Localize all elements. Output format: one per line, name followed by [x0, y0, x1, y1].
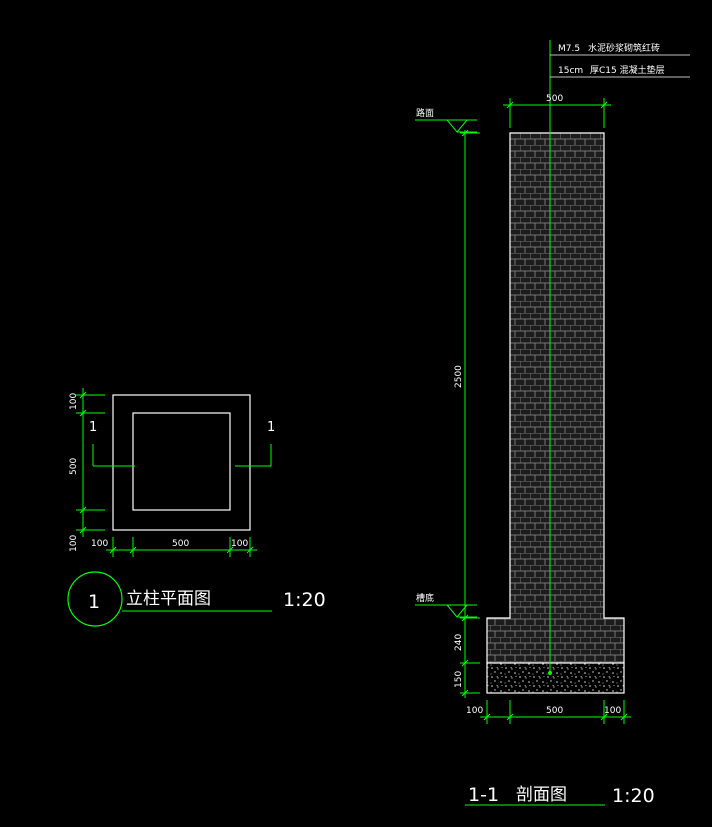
plan-dim-center: 500	[172, 539, 189, 549]
plan-view: 1 1 100 500 100	[67, 388, 326, 627]
section-title-block: 1-1 剖面图 1:20	[465, 784, 655, 807]
trench-bottom-label: 槽底	[416, 592, 434, 604]
section-cut-mark-right: 1	[235, 420, 275, 467]
section-bottom-width-dimension	[480, 700, 631, 724]
plan-scale: 1:20	[283, 589, 326, 611]
column-outer-outline	[112, 394, 251, 531]
leader-dot	[548, 671, 552, 675]
section-mark-left-label: 1	[89, 420, 97, 435]
note-line2-code: 15cm	[558, 66, 583, 76]
section-title: 剖面图	[516, 785, 567, 805]
plan-dim-left: 100	[91, 539, 108, 549]
note-line2-text: 厚C15 混凝土垫层	[590, 64, 665, 76]
section-scale: 1:20	[612, 785, 655, 807]
section-bottom-dim-right: 100	[604, 706, 621, 716]
section-title-code: 1-1	[468, 784, 499, 806]
plan-dim-right: 100	[231, 539, 248, 549]
section-bottom-dim-center: 500	[546, 706, 563, 716]
section-height-dimension	[460, 129, 480, 698]
plan-dim-middle: 500	[69, 458, 79, 475]
column-inner-outline	[132, 412, 231, 511]
note-line1-code: M7.5	[558, 44, 580, 54]
plan-dim-top: 100	[69, 393, 79, 410]
plan-number-circle	[67, 571, 123, 627]
plan-vertical-dimension	[76, 388, 105, 537]
section-footing-dim: 240	[454, 634, 464, 651]
section-view: M7.5 水泥砂浆砌筑红砖 15cm 厚C15 混凝土垫层 500 路面 槽底	[415, 40, 690, 807]
brick-column	[486, 132, 625, 664]
trench-bottom-marker: 槽底	[415, 592, 477, 618]
section-width-dim: 500	[546, 94, 563, 104]
section-bottom-dim-left: 100	[466, 706, 483, 716]
plan-number: 1	[88, 591, 100, 613]
road-surface-marker: 路面	[415, 107, 477, 133]
plan-title: 立柱平面图	[126, 589, 211, 609]
section-base-dim: 150	[454, 671, 464, 688]
plan-title-block: 1 立柱平面图 1:20	[67, 571, 326, 627]
section-mark-right-label: 1	[267, 420, 275, 435]
plan-horizontal-dimension	[106, 537, 257, 557]
material-note: M7.5 水泥砂浆砌筑红砖 15cm 厚C15 混凝土垫层	[550, 42, 690, 78]
section-height-dim: 2500	[454, 365, 464, 388]
road-surface-label: 路面	[416, 107, 434, 119]
concrete-cushion-layer	[486, 662, 625, 694]
section-top-width-dimension	[503, 98, 611, 128]
section-cut-mark-left: 1	[89, 420, 135, 467]
note-line1-text: 水泥砂浆砌筑红砖	[588, 42, 660, 54]
plan-dim-bottom: 100	[69, 535, 79, 552]
